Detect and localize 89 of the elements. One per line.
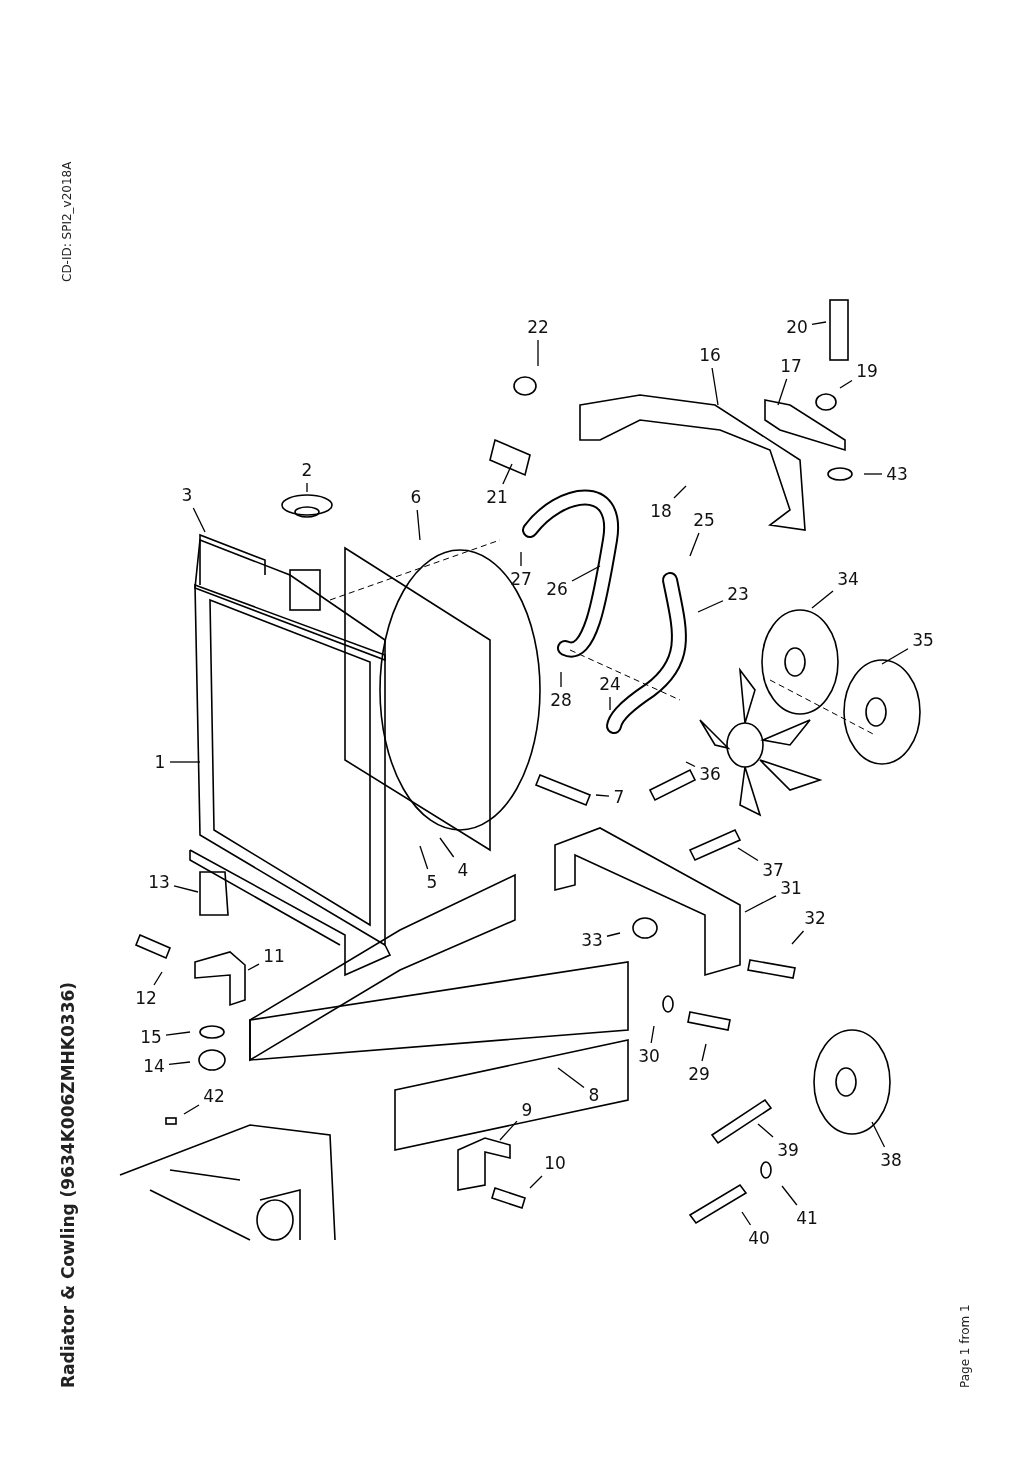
callout-number: 40 bbox=[748, 1228, 770, 1248]
callout-number: 41 bbox=[796, 1208, 818, 1228]
leader-line bbox=[439, 837, 455, 858]
callout-number: 19 bbox=[856, 361, 878, 381]
callout-number: 38 bbox=[880, 1150, 902, 1170]
leader-line bbox=[741, 1211, 752, 1226]
callout-number: 14 bbox=[143, 1056, 165, 1076]
callout-number: 17 bbox=[780, 356, 802, 376]
leader-line bbox=[537, 339, 539, 367]
leader-line bbox=[571, 565, 601, 582]
leader-line bbox=[737, 847, 759, 862]
callout-number: 27 bbox=[510, 569, 532, 589]
leader-line bbox=[606, 932, 621, 937]
leader-line bbox=[306, 482, 308, 493]
callout-number: 21 bbox=[486, 487, 508, 507]
callout-number: 37 bbox=[762, 860, 784, 880]
leader-line bbox=[419, 845, 429, 870]
leader-line bbox=[499, 1120, 518, 1141]
callout-number: 23 bbox=[727, 584, 749, 604]
callout-number: 39 bbox=[777, 1140, 799, 1160]
note-text: Page 1 from 1 bbox=[958, 1304, 972, 1388]
callout-number: 15 bbox=[140, 1027, 162, 1047]
leader-line bbox=[502, 463, 513, 485]
leader-line bbox=[168, 1061, 191, 1065]
leader-line bbox=[529, 1175, 543, 1189]
leader-line bbox=[673, 485, 687, 499]
callout-number: 9 bbox=[521, 1100, 533, 1120]
leader-line bbox=[169, 761, 201, 763]
leader-line bbox=[744, 895, 777, 913]
callout-number: 32 bbox=[804, 908, 826, 928]
leader-line bbox=[777, 378, 788, 406]
leader-line bbox=[863, 473, 883, 475]
callout-number: 16 bbox=[699, 345, 721, 365]
leader-line bbox=[520, 551, 522, 567]
leader-line bbox=[153, 971, 163, 986]
callout-number: 29 bbox=[688, 1064, 710, 1084]
callout-number: 28 bbox=[550, 690, 572, 710]
callout-number: 36 bbox=[699, 764, 721, 784]
callout-number: 6 bbox=[410, 487, 422, 507]
callout-number: 35 bbox=[912, 630, 934, 650]
leader-line bbox=[811, 590, 834, 609]
callout-number: 42 bbox=[203, 1086, 225, 1106]
leader-line bbox=[192, 507, 206, 533]
callout-number: 24 bbox=[599, 674, 621, 694]
callout-number: 10 bbox=[544, 1153, 566, 1173]
callout-number: 2 bbox=[301, 460, 313, 480]
note-text: CD-ID: SPI2_v2018A bbox=[60, 161, 74, 282]
callout-number: 5 bbox=[426, 872, 438, 892]
leader-line bbox=[839, 379, 853, 389]
leader-line bbox=[711, 367, 719, 406]
callout-number: 20 bbox=[786, 317, 808, 337]
leader-line bbox=[650, 1025, 655, 1044]
leader-line bbox=[173, 885, 199, 893]
callout-number: 25 bbox=[693, 510, 715, 530]
leader-line bbox=[757, 1123, 774, 1138]
callout-number: 7 bbox=[613, 787, 625, 807]
leader-line bbox=[811, 321, 827, 326]
callout-number: 26 bbox=[546, 579, 568, 599]
leader-line bbox=[781, 1185, 798, 1206]
callout-number: 8 bbox=[588, 1085, 600, 1105]
callout-number: 4 bbox=[457, 860, 469, 880]
callout-number: 13 bbox=[148, 872, 170, 892]
leader-line bbox=[697, 600, 724, 613]
leader-line bbox=[183, 1104, 200, 1115]
leader-line bbox=[871, 1121, 886, 1148]
callout-number: 11 bbox=[263, 946, 285, 966]
leader-line bbox=[595, 794, 610, 797]
callout-number: 30 bbox=[638, 1046, 660, 1066]
callout-number: 3 bbox=[181, 485, 193, 505]
leader-line bbox=[689, 532, 700, 557]
callout-number: 1 bbox=[154, 752, 166, 772]
callout-number: 31 bbox=[780, 878, 802, 898]
title: Radiator & Cowling (9634K006ZMHK0336) bbox=[58, 981, 78, 1388]
callout-number: 18 bbox=[650, 501, 672, 521]
leader-line bbox=[881, 648, 909, 665]
leader-line bbox=[791, 930, 805, 945]
leader-line bbox=[701, 1043, 707, 1062]
callout-number: 12 bbox=[135, 988, 157, 1008]
leader-line bbox=[416, 509, 421, 541]
leader-line bbox=[685, 761, 696, 768]
leader-line bbox=[557, 1067, 585, 1089]
leader-line bbox=[609, 696, 611, 711]
leader-line bbox=[247, 963, 260, 971]
leader-line bbox=[165, 1031, 191, 1036]
callout-number: 22 bbox=[527, 317, 549, 337]
callout-number: 43 bbox=[886, 464, 908, 484]
callout-number: 34 bbox=[837, 569, 859, 589]
leader-line bbox=[560, 671, 562, 688]
callout-number: 33 bbox=[581, 930, 603, 950]
